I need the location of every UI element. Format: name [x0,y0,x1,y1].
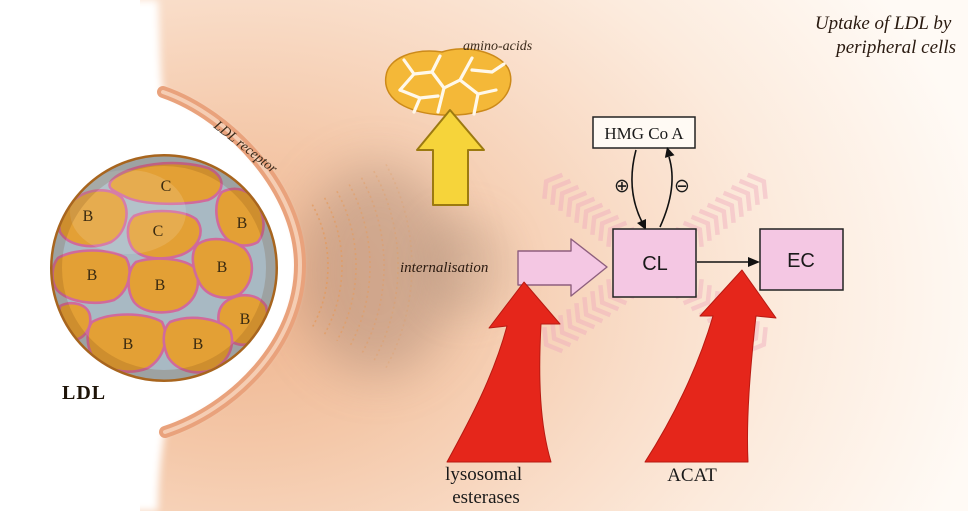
ldl-component-label: B [123,336,134,353]
internalisation-arrow [517,238,608,297]
internalisation-ripples [311,164,413,368]
lysosomal-esterases-label: lysosomal esterases [445,464,527,508]
chevron-mark [574,196,596,224]
ldl-particle-edge-cover [36,140,292,396]
ldl-component-label: B [155,277,166,294]
cl-label: CL [642,253,668,275]
chevron-mark [606,220,628,248]
ripple-arc [348,184,371,348]
acat-arrow [644,269,777,463]
chevron-mark [590,208,612,236]
chevron-mark [582,202,604,230]
esterification-arrowhead [748,257,760,267]
chevron-mark [582,296,604,324]
internalisation-label: internalisation [400,260,488,276]
chevron-mark [698,208,720,236]
lysosomal-esterases-arrow [446,281,561,463]
inhibition-sign: ⊖ [674,175,690,197]
chevron-mark [606,278,628,306]
ripple-arc [385,164,413,368]
degradation-arrow [416,109,485,206]
lysosomal-esterases-line1: lysosomal [445,464,522,485]
internalisation-shadow-inner [420,215,510,315]
amino-acid-boundary [412,96,422,114]
chevron-mark [722,190,744,218]
chevron-mark [598,214,620,242]
activation-sign: ⊕ [614,175,630,197]
diagram-title-line2: peripheral cells [834,37,956,58]
chevron-mark [542,172,564,200]
activation-arrowhead [637,219,646,230]
ldl-surface-patch [126,209,202,260]
acat-label: ACAT [667,465,717,486]
ldl-component-label: B [240,311,251,328]
chevron-mark [558,314,580,342]
chevron-mark [690,284,712,312]
hmg-coa-box [592,116,696,149]
ripple-arc [311,204,329,328]
ldl-component-label: B [87,267,98,284]
amino-acid-boundary [472,92,480,116]
chevron-mark [558,184,580,212]
chevron-mark [714,196,736,224]
ldl-component-label: B [193,336,204,353]
amino-acids-label: amino-acids [463,39,533,54]
chevron-mark [746,172,768,200]
chevron-mark [542,326,564,354]
chevron-mark [566,308,588,336]
ldl-particle: C B C B B B B B B B [36,140,292,396]
ldl-surface-patch [86,313,167,373]
chevron-mark [550,178,572,206]
lysosomal-esterases-line2: esterases [452,487,520,508]
chevron-mark [738,178,760,206]
ldl-surface-patch [108,161,223,206]
chevron-mark [690,214,712,242]
ripple-arc [323,197,343,335]
ldl-surface-patch [127,257,200,314]
diagram-title-line1: Uptake of LDL by [815,13,952,34]
cl-box [612,228,697,298]
ldl-component-label: B [83,208,94,225]
ldl-component-label: B [237,215,248,232]
activation-arrow [631,149,643,223]
chevron-mark [706,202,728,230]
amino-acid-boundary [470,62,506,74]
ec-label: EC [787,250,815,272]
hmg-coa-label: HMG Co A [604,124,684,143]
amino-acids-mass [384,48,512,116]
ldl-particle-outline [49,153,279,383]
ripple-arc [336,190,357,342]
ldl-particle-rim-shade [52,156,276,380]
membrane-inner-line [161,90,303,434]
ldl-component-label: C [153,223,164,240]
ldl-component-label: C [161,178,172,195]
ripple-arc [360,177,385,355]
chevron-mark [682,220,704,248]
internalisation-shadow [298,165,458,375]
diagram-title: Uptake of LDL by peripheral cells [815,13,956,58]
ldl-label: LDL [62,382,106,404]
chevron-mark [566,190,588,218]
chevron-mark [598,284,620,312]
ldl-surface-patch [191,237,254,299]
chevron-mark [550,320,572,348]
inhibition-arrowhead [664,147,675,158]
chevron-mark [730,184,752,212]
cell-membrane [157,86,307,438]
chevron-mark [590,290,612,318]
ripple-arc [373,170,399,362]
inhibition-arrow [659,156,673,228]
ldl-particle-shine [70,170,186,254]
chevron-mark [574,302,596,330]
ldl-component-label: B [217,259,228,276]
chevron-mark [682,278,704,306]
amino-acids-cluster [384,48,512,116]
ec-box [759,228,844,291]
